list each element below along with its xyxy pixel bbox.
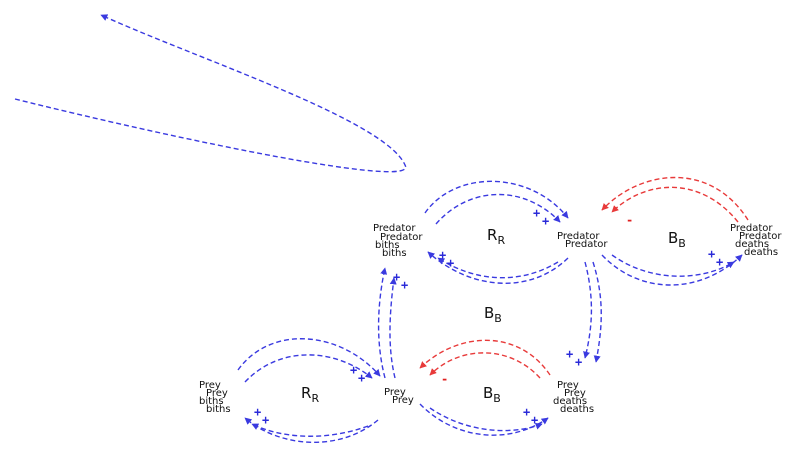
label-line: Predator — [557, 231, 600, 242]
sign-plus: + — [262, 413, 269, 427]
label-line: biths — [206, 404, 231, 415]
svg-text:RR: RR — [487, 226, 505, 247]
link-predator-to-predator-births[interactable] — [427, 251, 569, 284]
sign-plus: + — [716, 255, 723, 269]
svg-text:BB: BB — [484, 304, 502, 325]
label-line: Prey — [557, 380, 579, 391]
link-prey-to-predator-births[interactable] — [377, 267, 397, 379]
sign-plus: + — [401, 278, 408, 292]
loop-letter: B — [483, 384, 493, 402]
loop-subscript: R — [497, 234, 505, 247]
sign-plus: + — [575, 355, 582, 369]
label-line: Predator — [739, 231, 782, 242]
polarity-signs: + + - + + + + + + + + + + - + + + + — [254, 206, 723, 427]
variable-predator-deaths[interactable]: Predator Predator deaths deaths — [730, 223, 782, 258]
variable-prey-deaths[interactable]: Prey Prey deaths deaths — [553, 380, 594, 415]
loop-subscript: B — [493, 392, 501, 405]
label-line: Prey — [199, 380, 221, 391]
sign-plus: + — [447, 256, 454, 270]
sign-plus: + — [350, 363, 357, 377]
link-prey-births-to-prey[interactable] — [237, 338, 381, 383]
svg-text:RR: RR — [301, 384, 319, 405]
link-prey-to-prey-deaths[interactable] — [419, 403, 549, 436]
label-line: Prey — [564, 388, 586, 399]
label-line: Predator — [373, 223, 416, 234]
sign-minus: - — [626, 213, 633, 227]
loop-marker-prey-birth-loop: RR — [301, 384, 319, 405]
link-prey-deaths-to-prey[interactable] — [419, 339, 551, 379]
label-line: Predator — [565, 239, 608, 250]
loop-marker-predator-birth-loop: RR — [487, 226, 505, 247]
label-line: Predator — [380, 232, 423, 243]
sign-plus: + — [708, 247, 715, 261]
loop-letter: B — [668, 229, 678, 247]
stray-link[interactable] — [14, 14, 407, 173]
label-line: biths — [382, 248, 407, 259]
link-prey-to-prey-births[interactable] — [244, 417, 379, 443]
variable-predator-births[interactable]: Predator Predator biths biths — [373, 223, 423, 259]
variable-prey[interactable]: Prey Prey — [384, 387, 414, 406]
loop-marker-prey-death-loop: BB — [483, 384, 501, 405]
variable-predator[interactable]: Predator Predator — [557, 231, 608, 250]
link-predator-deaths-to-predator[interactable] — [601, 176, 749, 223]
loop-marker-predation-loop: BB — [484, 304, 502, 325]
label-line: Predator — [730, 223, 773, 234]
sign-plus: + — [531, 413, 538, 427]
variable-prey-births[interactable]: Prey Prey biths biths — [199, 380, 231, 415]
loop-subscript: R — [311, 392, 319, 405]
sign-plus: + — [254, 405, 261, 419]
label-line: Prey — [384, 387, 406, 398]
label-line: biths — [199, 396, 224, 407]
sign-plus: + — [566, 347, 573, 361]
loop-subscript: B — [678, 237, 686, 250]
link-predator-to-predator-deaths[interactable] — [601, 254, 743, 286]
loop-letter: B — [484, 304, 494, 322]
label-line: deaths — [553, 396, 587, 407]
label-line: deaths — [744, 247, 778, 258]
loop-letter: R — [487, 226, 497, 244]
loop-subscript: B — [494, 312, 502, 325]
sign-plus: + — [542, 214, 549, 228]
label-line: deaths — [735, 239, 769, 250]
link-predator-births-to-predator[interactable] — [424, 180, 569, 225]
sign-plus: + — [439, 248, 446, 262]
sign-plus: + — [393, 270, 400, 284]
label-line: deaths — [560, 404, 594, 415]
label-line: Prey — [206, 388, 228, 399]
sign-plus: + — [533, 206, 540, 220]
label-line: biths — [375, 240, 400, 251]
svg-text:BB: BB — [668, 229, 686, 250]
link-predator-to-prey-deaths[interactable] — [583, 261, 602, 363]
label-line: Prey — [392, 395, 414, 406]
sign-plus: + — [358, 371, 365, 385]
svg-text:BB: BB — [483, 384, 501, 405]
loop-marker-predator-death-loop: BB — [668, 229, 686, 250]
sign-minus: - — [441, 372, 448, 386]
loop-letter: R — [301, 384, 311, 402]
sign-plus: + — [523, 405, 530, 419]
